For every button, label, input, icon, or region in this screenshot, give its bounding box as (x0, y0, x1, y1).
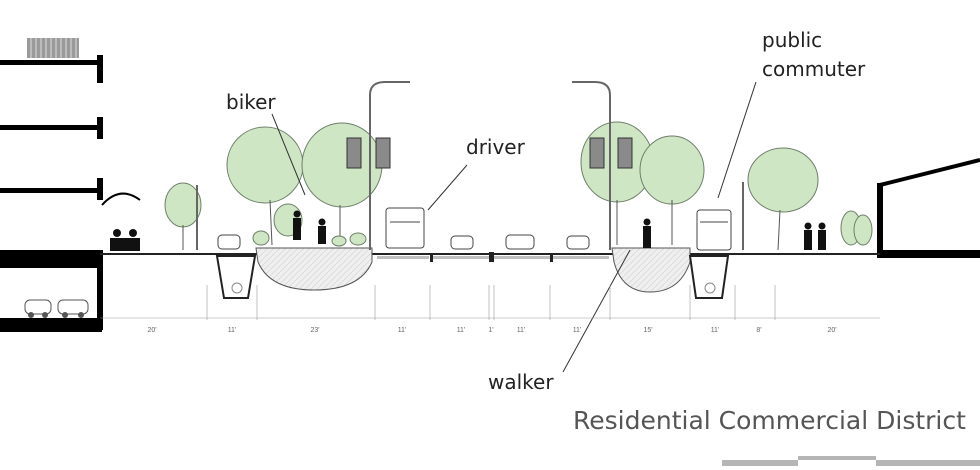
planters (215, 247, 730, 299)
cafe-people-silhouettes (110, 229, 140, 251)
walker-label: walker (488, 370, 554, 394)
leader-lines (271, 81, 757, 373)
vehicles (217, 207, 732, 251)
dim-label: 11' (517, 327, 526, 334)
right-building (877, 158, 980, 258)
title-underline-bars (722, 456, 980, 466)
ground-and-pavement (100, 252, 880, 262)
street-lights (196, 81, 744, 250)
rooftop-solar-panels (27, 38, 79, 58)
dim-label: 15' (643, 327, 652, 334)
dim-label: 11' (573, 327, 582, 334)
dimension-line (100, 285, 880, 320)
dim-label: 11' (711, 327, 720, 334)
shrubs (252, 230, 367, 247)
dimension-labels: 20' 11' 23' 11' 11' 1' 11' 11' 15' 11' 8… (147, 327, 836, 334)
left-building (0, 38, 141, 332)
public-commuter-label-line2: commuter (762, 57, 866, 81)
dim-label: 11' (457, 327, 466, 334)
dim-label: 11' (228, 327, 237, 334)
garage-cars (24, 299, 89, 318)
biker-label: biker (226, 90, 276, 114)
diagram-title: Residential Commercial District (573, 406, 966, 435)
dim-label: 11' (398, 327, 407, 334)
dim-label: 23' (310, 327, 319, 334)
public-commuter-label-line1: public (762, 28, 823, 52)
pedestrians (293, 210, 826, 250)
dim-label: 20' (827, 327, 836, 334)
traffic-signals (346, 137, 633, 169)
dim-label: 20' (147, 327, 156, 334)
dim-label: 8' (756, 327, 761, 334)
dim-label: 1' (488, 327, 493, 334)
driver-label: driver (466, 135, 525, 159)
